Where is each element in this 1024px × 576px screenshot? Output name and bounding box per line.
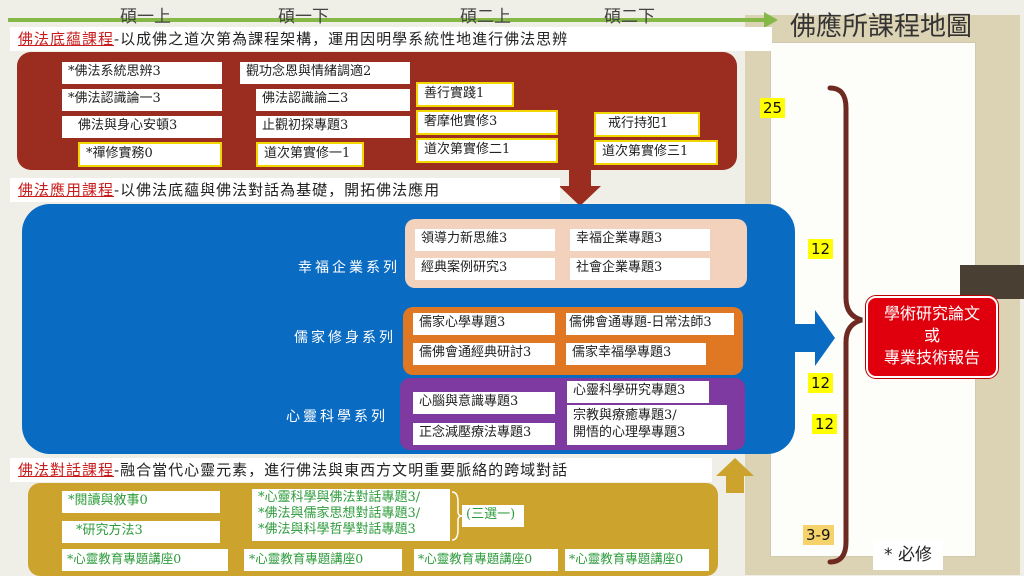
course-item: 戒行持犯1: [594, 112, 700, 137]
course-item: *禪修實務0: [78, 142, 222, 167]
timeline-line: [8, 18, 768, 22]
arrow-right-icon: [793, 310, 835, 366]
semester-label: 碩一下: [278, 7, 329, 27]
outcome-box: 學術研究論文 或 專業技術報告: [866, 296, 998, 378]
course-item: 心靈科學研究專題3: [567, 381, 709, 403]
elective-note: (三選一): [462, 505, 524, 527]
course-item: 觀功念恩與情緒調適2: [240, 62, 410, 84]
frame-accent-bar: [960, 265, 1024, 299]
dialogue-header: 佛法對話課程-融合當代心靈元素，進行佛法與東西方文明重要脈絡的跨域對話: [10, 458, 712, 482]
lecture-item: *心靈教育專題講座0: [62, 549, 228, 571]
course-item: 儒家心學專題3: [413, 313, 555, 335]
application-description: -以佛法底蘊與佛法對話為基礎，開拓佛法應用: [114, 181, 441, 199]
credit-count: 12: [808, 239, 834, 259]
course-item: 幸福企業專題3: [570, 229, 710, 251]
course-item: 經典案例研究3: [415, 258, 555, 280]
elective-group: *心靈科學與佛法對話專題3/ *佛法與儒家思想對話專題3/ *佛法與科學哲學對話…: [252, 489, 450, 541]
semester-label: 碩一上: [120, 7, 171, 27]
lecture-item: *心靈教育專題講座0: [244, 549, 402, 571]
application-header: 佛法應用課程-以佛法底蘊與佛法對話為基礎，開拓佛法應用: [10, 178, 560, 202]
dialogue-description: -融合當代心靈元素，進行佛法與東西方文明重要脈絡的跨域對話: [114, 461, 569, 479]
course-item: 儒佛會通專題-日常法師3: [566, 313, 734, 335]
series-label: 幸福企業系列: [298, 260, 400, 276]
lecture-item: *心靈教育專題講座0: [414, 549, 558, 571]
course-item: 道次第實修二1: [416, 138, 558, 163]
credit-count: 12: [808, 373, 834, 393]
course-item: *佛法系統思辨3: [62, 62, 222, 84]
foundation-description: -以成佛之道次第為課程架構，運用因明學系統性地進行佛法思辨: [114, 30, 569, 48]
credit-count: 3-9: [803, 525, 834, 545]
course-item: 佛法與身心安頓3: [62, 116, 222, 138]
page-title: 佛應所課程地圖: [790, 12, 973, 42]
credit-count: 25: [760, 98, 786, 118]
course-item: 儒家幸福學專題3: [566, 343, 706, 365]
elective-courses: *心靈科學與佛法對話專題3/ *佛法與儒家思想對話專題3/ *佛法與科學哲學對話…: [258, 490, 421, 537]
dialogue-title: 佛法對話課程: [18, 461, 115, 479]
course-item: 儒佛會通經典研討3: [413, 343, 555, 365]
course-item: 心腦與意識專題3: [413, 392, 555, 414]
course-item: 宗教與療癒專題3/ 開悟的心理學專題3: [567, 405, 727, 445]
required-note: * 必修: [873, 540, 943, 570]
foundation-header: 佛法底蘊課程-以成佛之道次第為課程架構，運用因明學系統性地進行佛法思辨: [10, 27, 772, 51]
lecture-item: *心靈教育專題講座0: [565, 549, 709, 571]
semester-label: 碩二上: [460, 7, 511, 27]
outcome-text: 學術研究論文 或 專業技術報告: [883, 304, 980, 367]
series-label: 心靈科學系列: [286, 409, 388, 425]
course-item: 道次第實修一1: [256, 142, 364, 167]
brace-icon: [827, 85, 863, 565]
semester-label: 碩二下: [604, 7, 655, 27]
arrow-up-icon: [716, 458, 754, 493]
course-item: 善行實踐1: [416, 82, 514, 107]
course-item: 社會企業專題3: [570, 258, 710, 280]
course-item: 領導力新思維3: [415, 229, 555, 251]
course-item: 道次第實修三1: [594, 140, 718, 165]
course-item: *閱讀與敘事0: [62, 491, 220, 513]
application-title: 佛法應用課程: [18, 181, 115, 199]
course-item: *研究方法3: [62, 521, 220, 543]
timeline-arrow-icon: [764, 12, 778, 28]
series-label: 儒家修身系列: [294, 330, 396, 346]
arrow-down-icon: [559, 168, 601, 206]
course-item: 止觀初探專題3: [256, 116, 410, 138]
credit-count: 12: [812, 414, 838, 434]
course-item: *佛法認識論一3: [62, 89, 222, 111]
course-item: 奢摩他實修3: [416, 110, 558, 135]
course-item: 正念減壓療法專題3: [413, 423, 555, 445]
course-item: 佛法認識論二3: [256, 89, 410, 111]
foundation-title: 佛法底蘊課程: [18, 30, 115, 48]
